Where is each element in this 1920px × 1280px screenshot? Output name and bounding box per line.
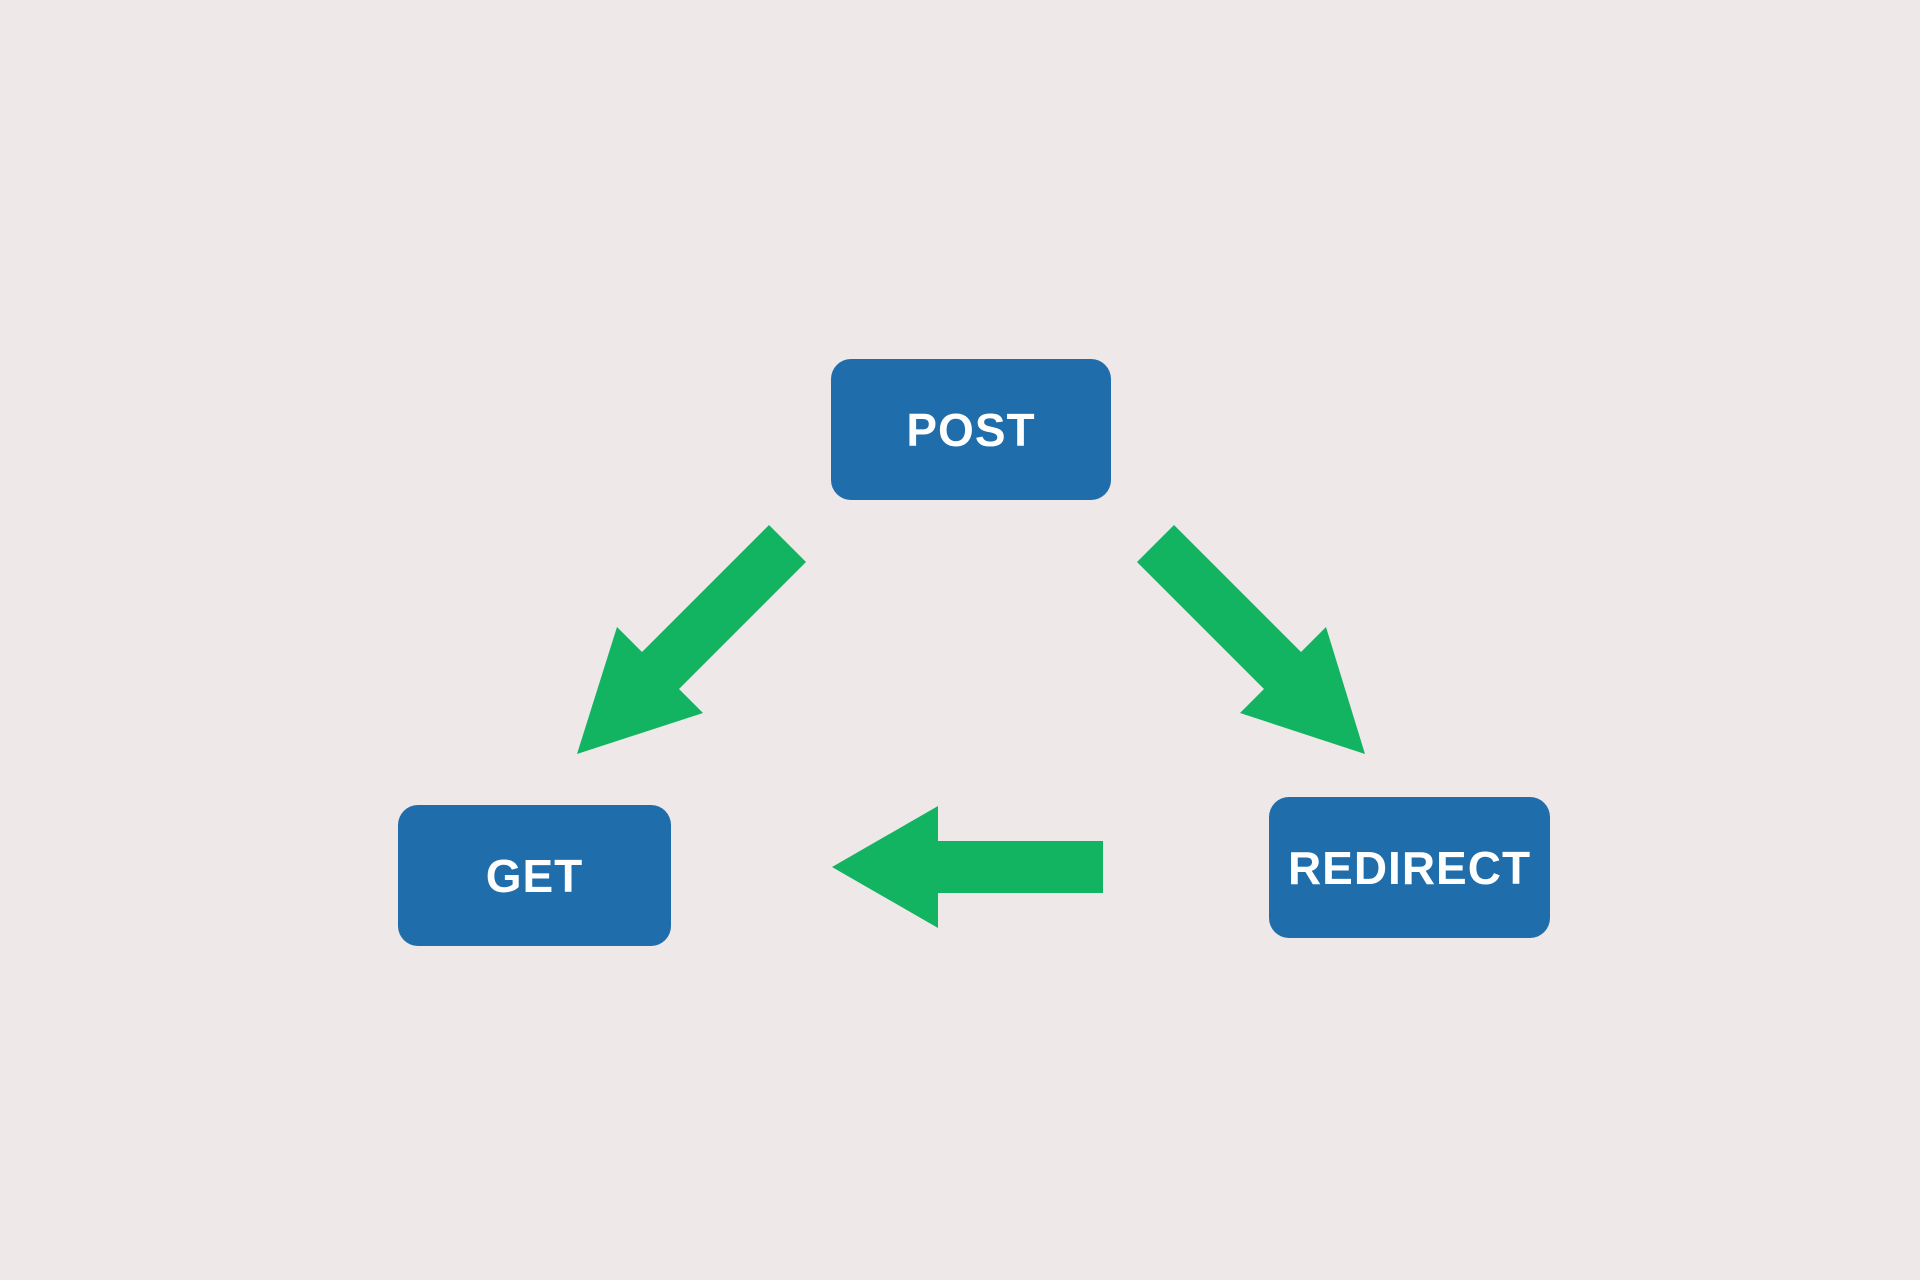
redirect-label: REDIRECT	[1287, 841, 1532, 894]
get-label: GET	[485, 849, 584, 902]
arrow-post-to-redirect	[1137, 525, 1365, 754]
get-node: GET	[398, 805, 671, 946]
post-label: POST	[906, 403, 1036, 456]
arrow-redirect-to-get	[832, 806, 1103, 928]
post-node: POST	[831, 359, 1111, 500]
arrow-post-to-get	[577, 525, 806, 754]
redirect-node: REDIRECT	[1269, 797, 1550, 938]
